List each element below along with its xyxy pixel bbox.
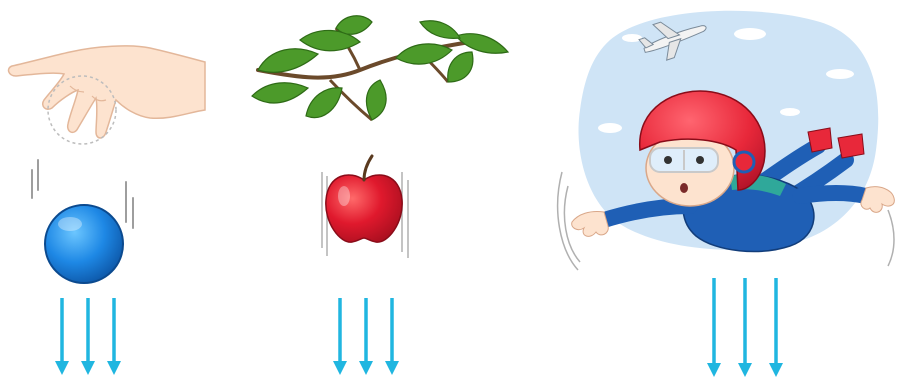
apple-icon [326,156,402,242]
hand-icon [9,46,205,138]
branch-icon [252,16,508,120]
ball-highlight [58,217,82,231]
apple-down-arrows [340,298,392,368]
ball [45,205,123,283]
leaf-icon [252,16,508,120]
skydiver-down-arrows [714,278,776,370]
ball-down-arrows [62,298,114,368]
